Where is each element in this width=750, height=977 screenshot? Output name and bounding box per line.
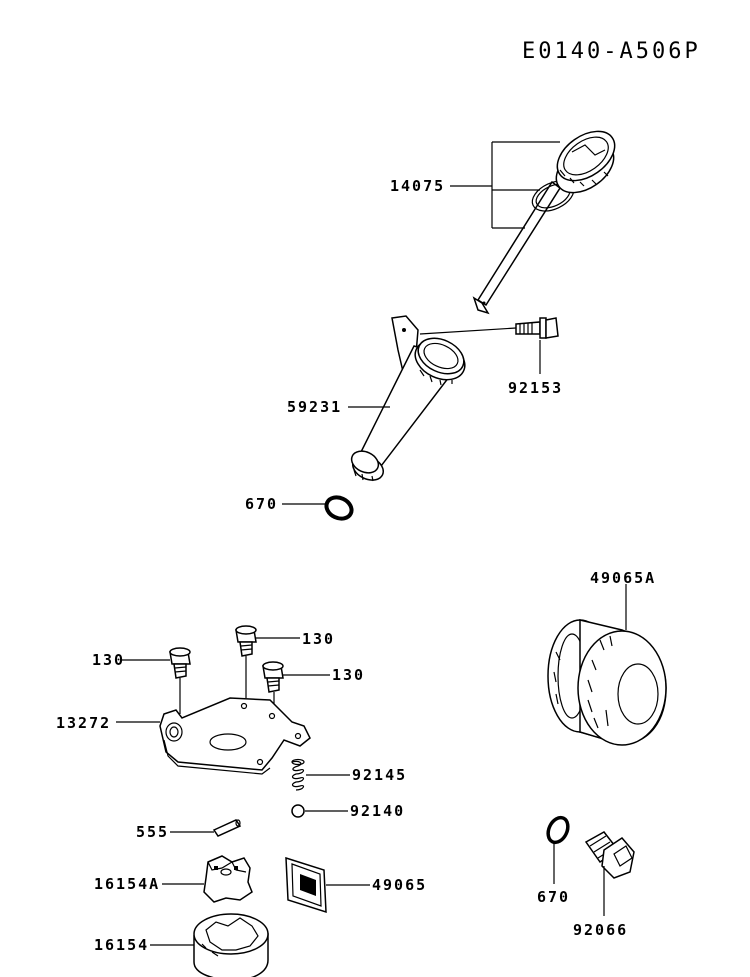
- dipstick-part: [472, 130, 616, 315]
- label-130-left: 130: [92, 651, 125, 669]
- label-16154: 16154: [94, 936, 149, 954]
- label-16154A: 16154A: [94, 875, 160, 893]
- inner-rotor-part: [203, 855, 253, 903]
- label-92066: 92066: [573, 921, 628, 939]
- o-ring-670-top: [324, 495, 354, 521]
- label-92153: 92153: [508, 379, 563, 397]
- label-130-center: 130: [302, 630, 335, 648]
- label-49065: 49065: [372, 876, 427, 894]
- bolt-130-left: [169, 647, 191, 679]
- label-49065A: 49065A: [590, 569, 656, 587]
- label-59231: 59231: [287, 398, 342, 416]
- check-ball-part: [291, 804, 305, 818]
- pin-part: [212, 819, 242, 837]
- leader-92153: [419, 327, 541, 374]
- label-555: 555: [136, 823, 169, 841]
- label-670-top: 670: [245, 495, 278, 513]
- oil-filter-part: [547, 619, 667, 746]
- label-670-bottom: 670: [537, 888, 570, 906]
- drain-plug-part: [584, 831, 635, 879]
- bolt-92153: [515, 317, 559, 339]
- leader-130-center: [245, 637, 300, 698]
- outer-rotor-part: [193, 913, 269, 977]
- label-92140: 92140: [350, 802, 405, 820]
- cover-plate-part: [159, 697, 311, 775]
- leader-14075: [450, 141, 560, 229]
- bolt-130-right: [262, 661, 284, 693]
- o-ring-670-bottom: [546, 815, 570, 845]
- diagram-code: E0140-A506P: [522, 39, 701, 64]
- gasket-part: [285, 856, 327, 914]
- label-14075: 14075: [390, 177, 445, 195]
- spring-part: [291, 758, 305, 791]
- label-13272: 13272: [56, 714, 111, 732]
- leader-130-left: [122, 659, 181, 714]
- label-92145: 92145: [352, 766, 407, 784]
- bolt-130-center: [235, 625, 257, 657]
- dipstick-tube-part: [350, 315, 466, 482]
- label-130-right: 130: [332, 666, 365, 684]
